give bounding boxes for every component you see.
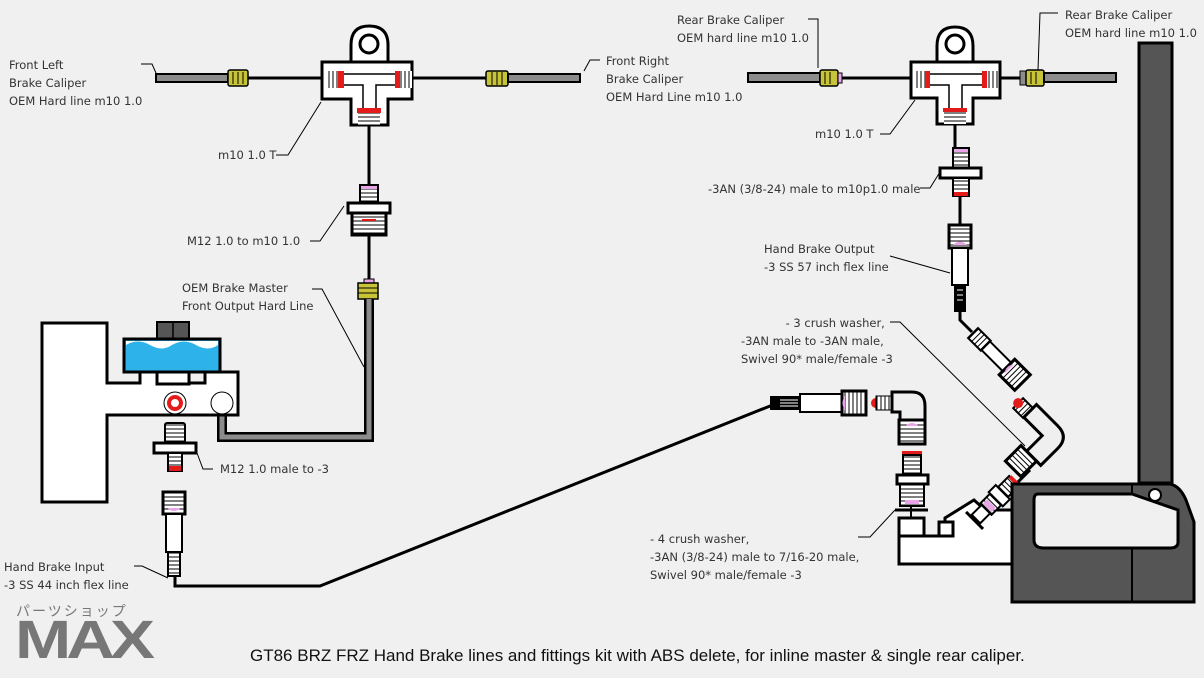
label-line: Rear Brake Caliper: [677, 13, 785, 27]
swivel-90-fitting-4: [770, 389, 927, 446]
brake-master-cylinder: [40, 321, 240, 504]
hand-brake-output-hose-end: [947, 223, 973, 312]
label-line: -3AN male to -3AN male,: [741, 334, 884, 348]
master-front-output-hard-line: [217, 278, 379, 442]
rear-right-hard-line: [1000, 69, 1117, 87]
label-hand-brake-input: Hand Brake Input -3 SS 44 inch flex line: [4, 558, 129, 594]
hand-brake-lever: [1010, 41, 1196, 604]
front-left-hard-line: [155, 69, 322, 87]
label-line: Front Right: [606, 54, 670, 68]
label-line: -3AN (3/8-24) male to 7/16-20 male,: [650, 550, 860, 564]
label-master-front-output: OEM Brake Master Front Output Hard Line: [182, 279, 314, 315]
rear-tee-fitting: [909, 25, 1002, 126]
label-m12-male-to-3: M12 1.0 male to -3: [220, 460, 329, 478]
an3-to-7-16-adapter: [895, 451, 930, 518]
diagram-caption: GT86 BRZ FRZ Hand Brake lines and fittin…: [250, 646, 1025, 665]
label-line: Front Output Hard Line: [182, 299, 314, 313]
label-swivel-3: - 3 crush washer, -3AN male to -3AN male…: [741, 314, 893, 368]
label-line: - 4 crush washer,: [650, 532, 750, 546]
label-line: -3AN (3/8-24) male to m10p1.0 male: [708, 182, 921, 196]
label-front-left-caliper: Front Left Brake Caliper OEM Hard line m…: [9, 56, 142, 110]
label-line: Brake Caliper: [9, 76, 87, 90]
label-line: Front Left: [9, 58, 64, 72]
label-front-tee: m10 1.0 T: [218, 146, 276, 164]
label-line: -3 SS 44 inch flex line: [4, 578, 129, 592]
label-line: OEM Hard Line m10 1.0: [606, 90, 743, 104]
hand-brake-input-hose-end: [161, 490, 187, 577]
label-m12-to-m10-adapter: M12 1.0 to m10 1.0: [187, 232, 300, 250]
m12-to-m10-adapter: [346, 184, 392, 237]
label-front-right-caliper: Front Right Brake Caliper OEM Hard Line …: [606, 52, 742, 106]
label-rear-tee: m10 1.0 T: [815, 125, 873, 143]
label-line: Swivel 90* male/female -3: [741, 352, 893, 366]
label-rear-left-caliper: Rear Brake Caliper OEM hard line m10 1.0: [677, 11, 809, 47]
leader-lines: [134, 12, 1058, 579]
front-tee-fitting: [320, 24, 414, 127]
label-line: Swivel 90* male/female -3: [650, 568, 802, 582]
an3-to-m10-adapter: [938, 147, 983, 197]
swivel-90-fitting-3: [1003, 396, 1065, 479]
label-hand-brake-output: Hand Brake Output -3 SS 57 inch flex lin…: [764, 240, 889, 276]
label-line: Hand Brake Output: [764, 242, 875, 256]
label-an3-to-m10-adapter: -3AN (3/8-24) male to m10p1.0 male: [708, 180, 921, 198]
m12-male-to-3-fitting: [152, 422, 198, 472]
label-swivel-4: - 4 crush washer, -3AN (3/8-24) male to …: [650, 530, 859, 584]
logo-kana: パーツショップ: [16, 604, 128, 620]
label-line: M12 1.0 to m10 1.0: [187, 234, 301, 248]
hand-brake-output-flex-line: [958, 312, 974, 334]
label-line: OEM hard line m10 1.0: [1065, 26, 1197, 40]
label-line: m10 1.0 T: [218, 148, 277, 162]
rear-left-hard-line: [747, 69, 916, 87]
label-line: -3 SS 57 inch flex line: [764, 260, 889, 274]
hand-brake-input-flex-line: [173, 400, 781, 588]
label-line: OEM Hard line m10 1.0: [9, 94, 143, 108]
diagonal-adapter-fitting: [964, 474, 1021, 531]
label-line: M12 1.0 male to -3: [220, 462, 329, 476]
label-line: Brake Caliper: [606, 72, 684, 86]
hand-brake-output-diagonal-hose: [966, 326, 1033, 393]
label-line: - 3 crush washer,: [785, 316, 885, 330]
label-rear-right-caliper: Rear Brake Caliper OEM hard line m10 1.0: [1065, 6, 1197, 42]
label-line: Rear Brake Caliper: [1065, 8, 1173, 22]
label-line: OEM Brake Master: [182, 281, 288, 295]
front-right-hard-line: [412, 70, 581, 87]
label-line: m10 1.0 T: [815, 127, 874, 141]
label-line: Hand Brake Input: [4, 560, 105, 574]
logo-max: MAX: [15, 610, 155, 670]
label-line: OEM hard line m10 1.0: [677, 31, 809, 45]
